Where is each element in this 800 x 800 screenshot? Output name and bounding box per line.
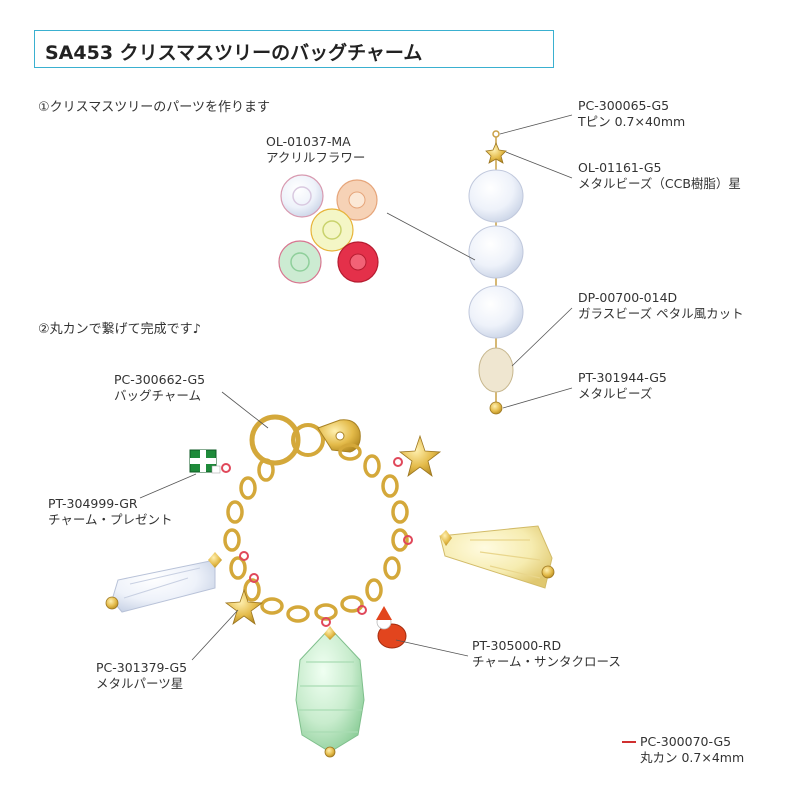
- bag-charm-code: PC-300662-G5: [114, 372, 206, 387]
- present-charm-icon: [189, 449, 221, 474]
- present-charm-code: PT-304999-GR: [48, 496, 138, 511]
- yellow-tree-charm: [439, 525, 555, 589]
- glass-beads-desc: ガラスビーズ ペタル風カット: [578, 306, 744, 321]
- metal-star-beads-desc: メタルビーズ（CCB樹脂）星: [578, 176, 741, 191]
- label-metal-beads: PT-301944-G5 メタルビーズ: [578, 370, 667, 402]
- label-metal-star-beads: OL-01161-G5 メタルビーズ（CCB樹脂）星: [578, 160, 741, 192]
- metal-beads-code: PT-301944-G5: [578, 370, 667, 385]
- step-1-text: ①クリスマスツリーのパーツを作ります: [38, 100, 271, 115]
- label-santa-charm: PT-305000-RD チャーム・サンタクロース: [472, 638, 621, 670]
- acrylic-flower-desc: アクリルフラワー: [266, 150, 366, 165]
- star-metal-icon: [224, 588, 264, 626]
- tpin-desc: Tピン 0.7×40mm: [578, 114, 686, 129]
- page-title: SA453 クリスマスツリーのバッグチャーム: [45, 42, 423, 64]
- santa-charm-code: PT-305000-RD: [472, 638, 562, 653]
- green-tree-charm: [295, 626, 365, 758]
- acrylic-flower-code: OL-01037-MA: [266, 134, 351, 149]
- jump-ring-desc: 丸カン 0.7×4mm: [640, 750, 745, 765]
- present-charm-desc: チャーム・プレゼント: [48, 512, 173, 527]
- label-present-charm: PT-304999-GR チャーム・プレゼント: [48, 496, 173, 528]
- leader-lines-step1: [386, 114, 573, 409]
- metal-star-code: PC-301379-G5: [96, 660, 188, 675]
- title-box: SA453 クリスマスツリーのバッグチャーム: [34, 30, 554, 68]
- label-metal-star: PC-301379-G5 メタルパーツ星: [96, 660, 187, 692]
- santa-charm-desc: チャーム・サンタクロース: [472, 654, 621, 669]
- label-acrylic-flower: OL-01037-MA アクリルフラワー: [266, 134, 365, 166]
- jump-ring-legend-line: [622, 741, 636, 743]
- glass-beads-code: DP-00700-014D: [578, 290, 678, 305]
- assembled-tree-stack: [468, 130, 524, 415]
- label-glass-beads: DP-00700-014D ガラスビーズ ペタル風カット: [578, 290, 744, 322]
- label-tpin: PC-300065-G5 Tピン 0.7×40mm: [578, 98, 685, 130]
- santa-charm-icon: [376, 606, 407, 649]
- jump-ring-code: PC-300070-G5: [640, 734, 732, 749]
- leader-lines-step2: [139, 391, 469, 661]
- label-bag-charm: PC-300662-G5 バッグチャーム: [114, 372, 205, 404]
- step-2-text: ②丸カンで繋げて完成です♪: [38, 322, 201, 337]
- star-charm-icon: [398, 434, 442, 478]
- bag-charm-assembly: [105, 414, 555, 758]
- bag-charm-desc: バッグチャーム: [114, 388, 202, 403]
- metal-star-desc: メタルパーツ星: [96, 676, 184, 691]
- acrylic-flowers: [278, 174, 379, 284]
- metal-star-beads-code: OL-01161-G5: [578, 160, 662, 175]
- clear-tree-charm: [105, 552, 222, 613]
- metal-beads-desc: メタルビーズ: [578, 386, 653, 401]
- label-jump-ring: PC-300070-G5 丸カン 0.7×4mm: [640, 734, 744, 766]
- tpin-code: PC-300065-G5: [578, 98, 670, 113]
